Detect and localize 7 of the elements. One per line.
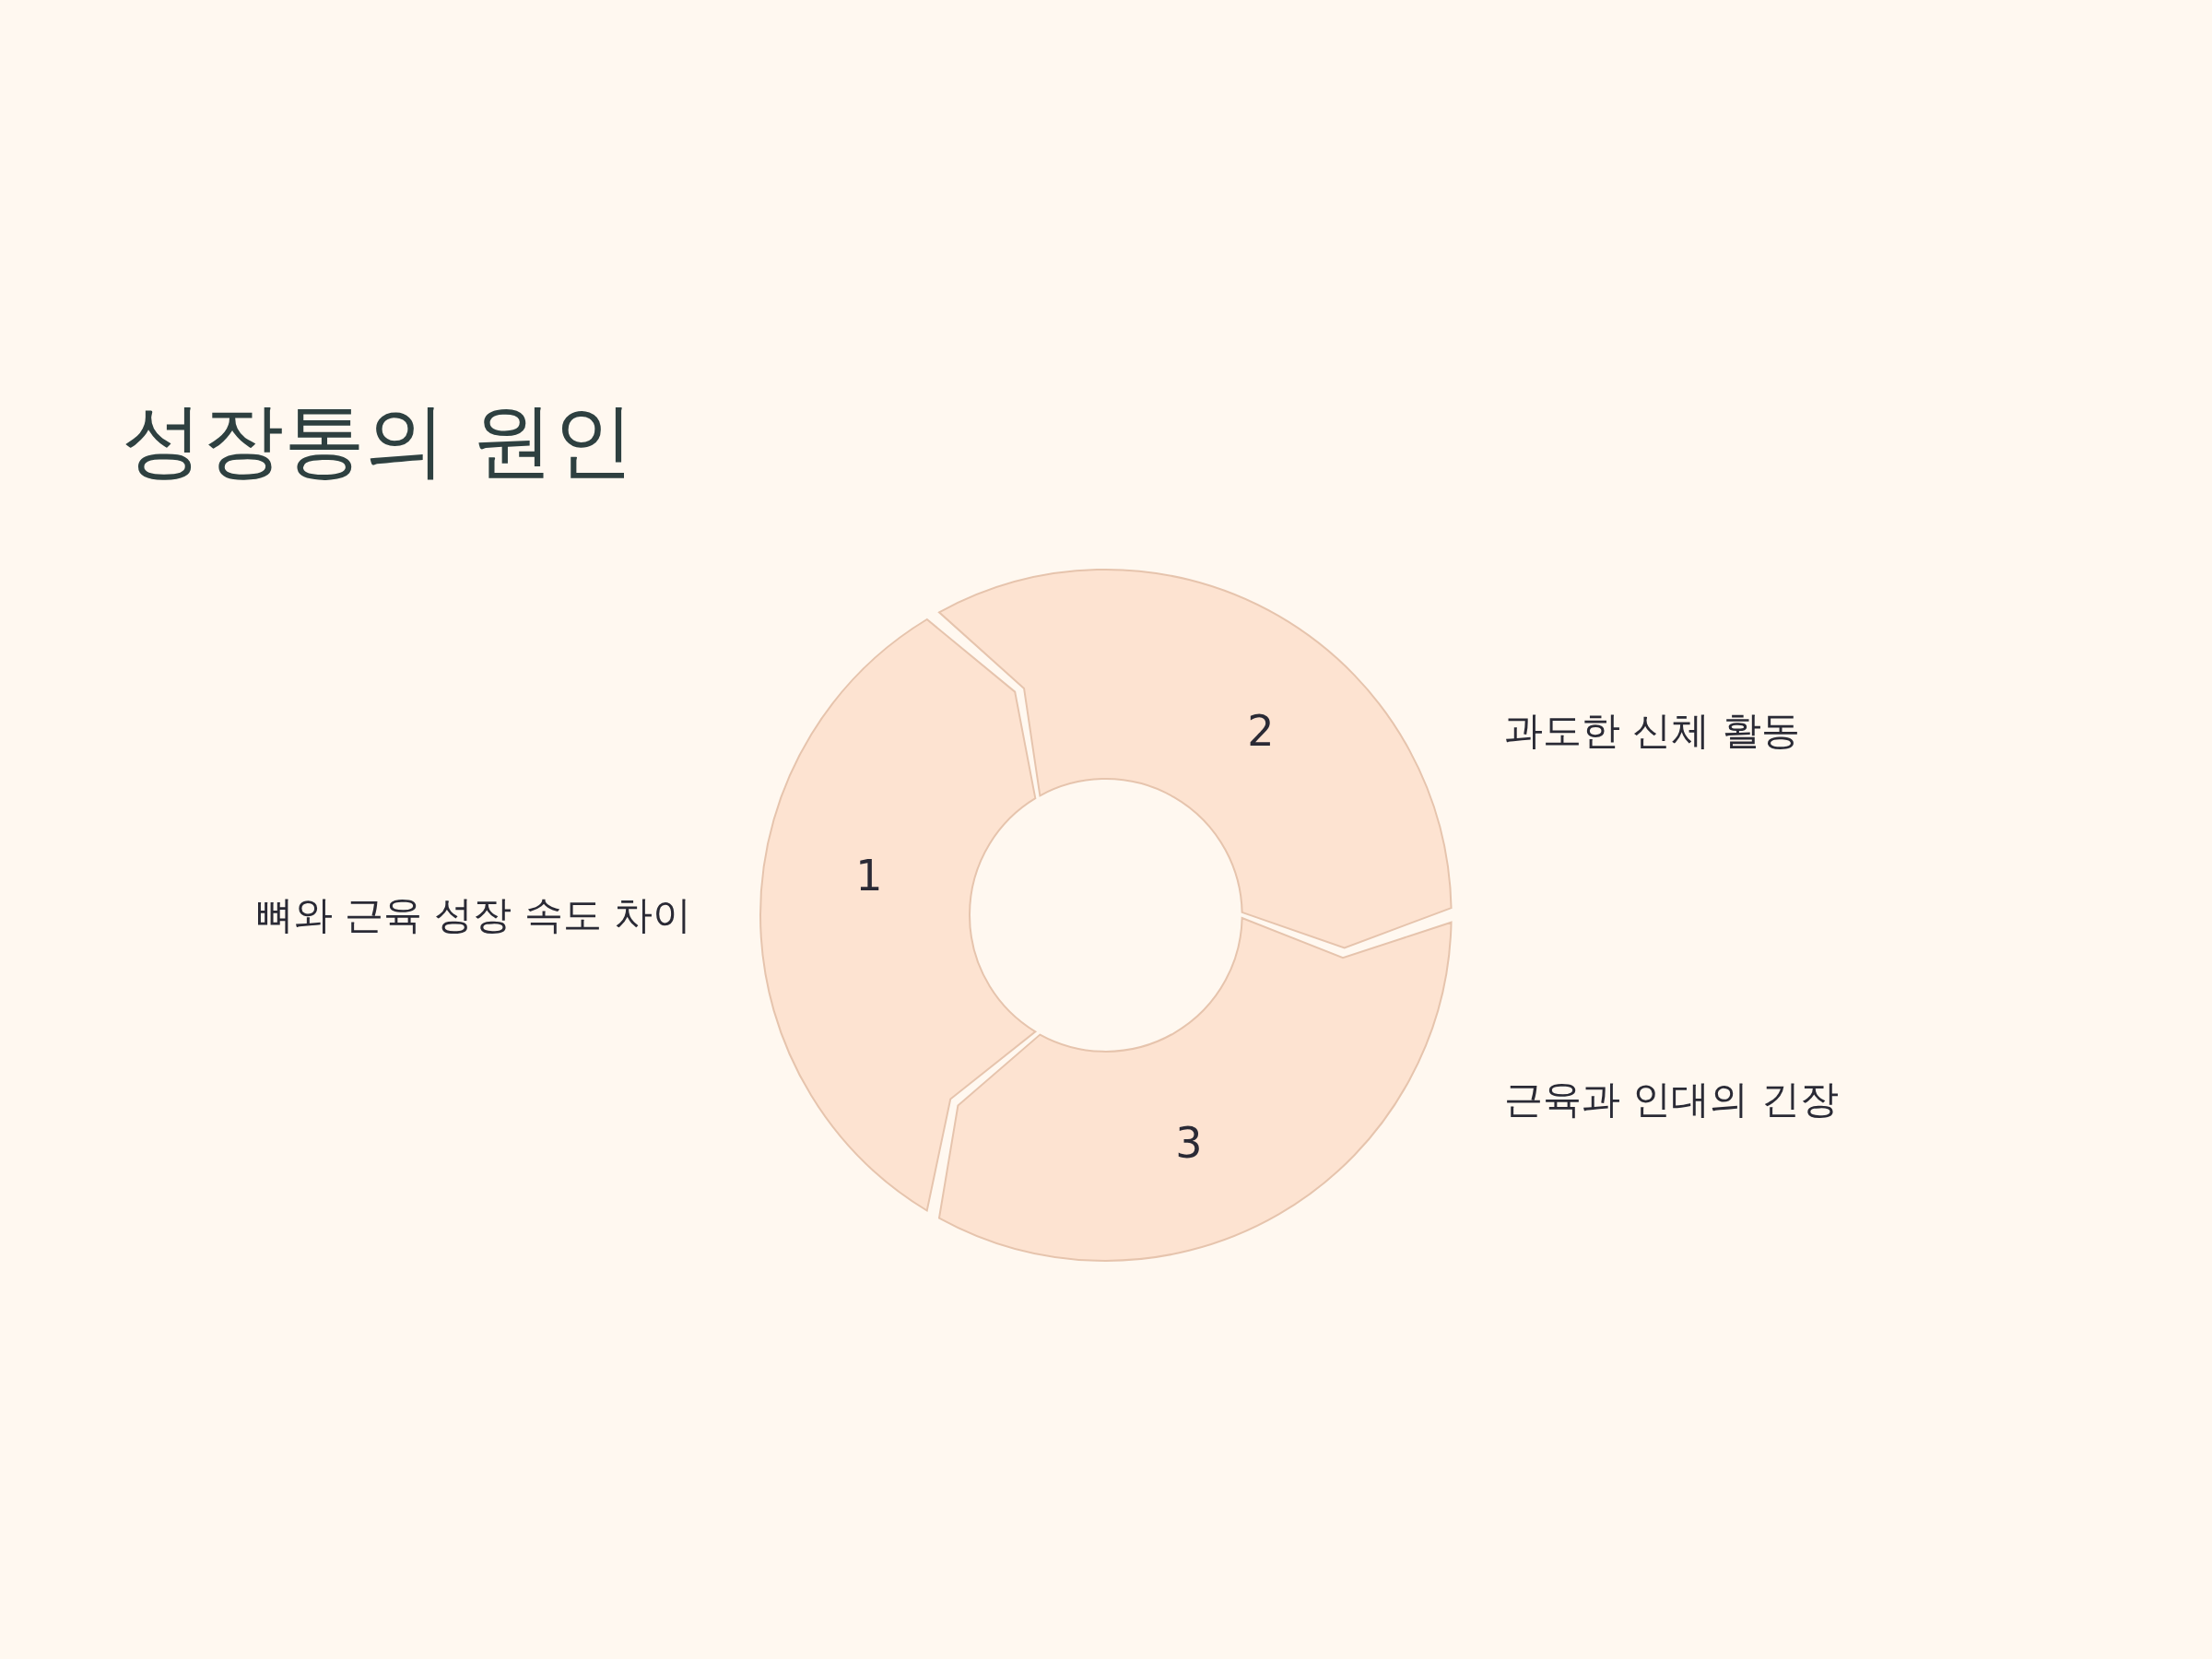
title: 성장통의 원인	[122, 396, 634, 486]
segment-label: 근육과 인대의 긴장	[1504, 1076, 1839, 1124]
step-number: 1	[855, 854, 883, 897]
segment-label: 과도한 신체 활동	[1504, 707, 1800, 755]
segment-label: 뼈와 근육 성장 속도 차이	[254, 891, 691, 939]
step-number: 3	[1175, 1122, 1203, 1164]
step-number: 2	[1247, 710, 1275, 752]
